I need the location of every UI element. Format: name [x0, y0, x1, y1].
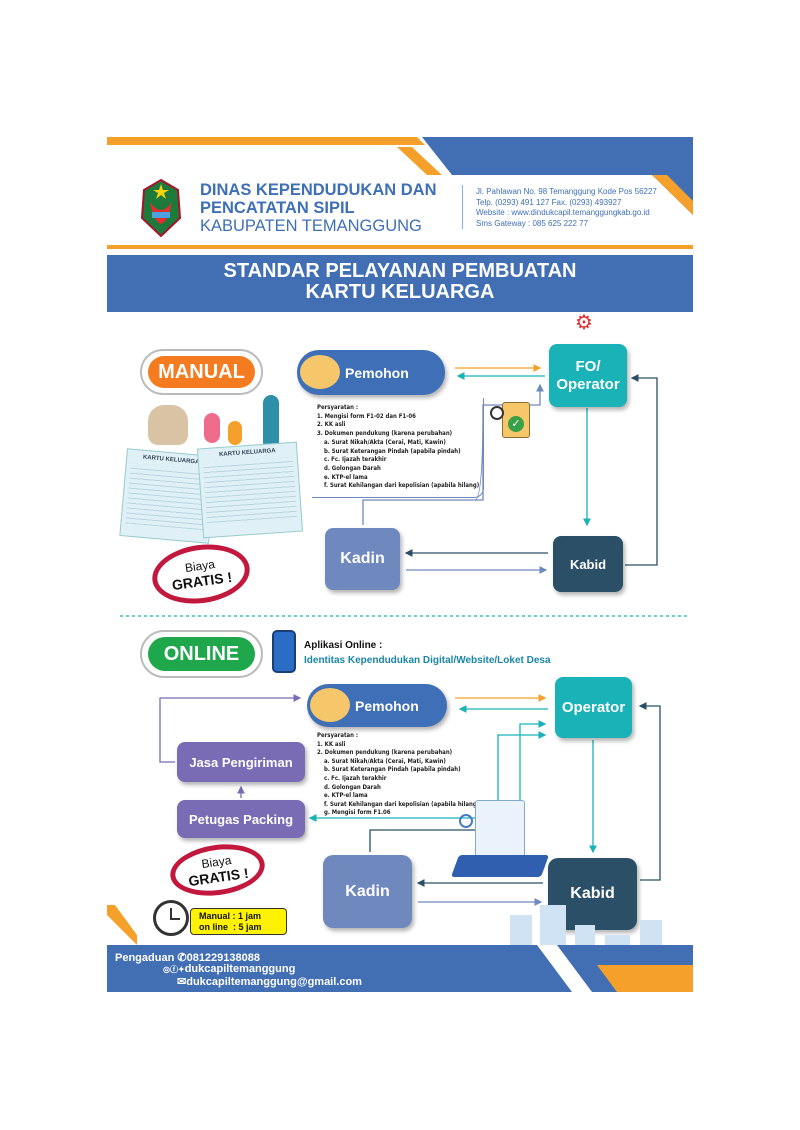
- online-label: ONLINE: [148, 637, 255, 671]
- address: Jl. Pahlawan No. 98 Temanggung Kode Pos …: [476, 187, 657, 196]
- requirements-title: Persyaratan :: [317, 404, 359, 411]
- gear-hand-icon: ⚙: [575, 312, 593, 334]
- social-media-icons: ◎ⓕ✦: [163, 965, 185, 974]
- manual-badge: MANUAL: [140, 349, 263, 395]
- applicants-icon: [300, 355, 340, 389]
- clipboard-check-icon: ✓: [490, 400, 532, 440]
- petugas-packing-box: Petugas Packing: [177, 800, 305, 838]
- manual-pemohon-box: Pemohon: [297, 350, 445, 395]
- manual-kabid-box: Kabid: [553, 536, 623, 592]
- manual-kadin-box: Kadin: [325, 528, 400, 590]
- email-address[interactable]: dukcapiltemanggung@gmail.com: [186, 976, 362, 988]
- requirement-item: f. Surat Kehilangan dari kepolisian (apa…: [324, 800, 480, 808]
- regency-emblem-logo: [140, 178, 182, 238]
- footer-left-decoration: [107, 905, 137, 945]
- online-requirements: Persyaratan : 1. KK asli 2. Dokumen pend…: [317, 732, 479, 818]
- requirement-item: 2. KK asli: [317, 421, 346, 429]
- org-regency: KABUPATEN TEMANGGUNG: [200, 217, 422, 235]
- family-illustration: [138, 395, 298, 455]
- online-app-title: Aplikasi Online :: [304, 640, 383, 651]
- title-line2: KARTU KELUARGA: [305, 281, 495, 303]
- requirement-item: e. KTP-el lama: [324, 473, 368, 481]
- social-handle[interactable]: dukcapiltemanggung: [184, 963, 296, 975]
- header-decoration: [107, 137, 693, 249]
- requirement-item: c. Fc. Ijazah terakhir: [324, 456, 387, 464]
- whatsapp-number[interactable]: 081229138088: [186, 952, 260, 964]
- requirement-item: e. KTP-el lama: [324, 792, 368, 800]
- pemohon-label: Pemohon: [355, 697, 419, 714]
- contact-info: Jl. Pahlawan No. 98 Temanggung Kode Pos …: [476, 187, 657, 229]
- online-operator-box: Operator: [555, 677, 632, 738]
- pemohon-label: Pemohon: [345, 364, 409, 381]
- requirement-item: 1. Mengisi form F1-02 dan F1-06: [317, 412, 416, 420]
- title-line1: STANDAR PELAYANAN PEMBUATAN: [223, 260, 577, 282]
- requirement-item: 2. Dokumen pendukung (karena perubahan): [317, 749, 453, 757]
- requirement-item: a. Surat Nikah/Akta (Cerai, Mati, Kawin): [324, 438, 446, 446]
- stopwatch-icon: [153, 900, 189, 936]
- requirement-item: 1. KK asli: [317, 740, 346, 748]
- operator-label: Operator: [556, 375, 620, 393]
- requirements-title: Persyaratan :: [317, 732, 359, 739]
- manual-label: MANUAL: [148, 356, 255, 388]
- manual-requirements-frame: [312, 398, 484, 498]
- applicants-icon: [310, 688, 350, 722]
- smartphone-icon: [272, 630, 296, 673]
- requirement-item: d. Golongan Darah: [324, 464, 381, 472]
- requirement-item: b. Surat Keterangan Pindah (apabila pind…: [324, 447, 461, 455]
- fo-label: FO/: [575, 357, 601, 375]
- kk-card-image: KARTU KELUARGA: [196, 441, 304, 539]
- online-kadin-box: Kadin: [323, 855, 412, 928]
- duration-manual: Manual : 1 jam: [199, 911, 262, 921]
- jasa-pengiriman-box: Jasa Pengiriman: [177, 742, 305, 782]
- requirement-item: a. Surat Nikah/Akta (Cerai, Mati, Kawin): [324, 757, 446, 765]
- header-divider: [462, 185, 463, 229]
- kk-card-title: KARTU KELUARGA: [218, 448, 276, 459]
- phone: Telp. (0293) 491 127 Fax. (0293) 493927: [476, 197, 622, 207]
- fee-value: GRATIS !: [187, 864, 250, 890]
- requirement-item: c. Fc. Ijazah terakhir: [324, 774, 387, 782]
- email-icon: ✉: [177, 976, 187, 988]
- requirement-item: g. Mengisi form F1.06: [324, 809, 391, 817]
- laptop-documents-illustration: [450, 800, 550, 885]
- fee-value: GRATIS !: [170, 568, 233, 594]
- service-duration-box: Manual : 1 jam on line : 5 jam: [190, 908, 287, 935]
- requirement-item: 3. Dokumen pendukung (karena perubahan): [317, 430, 453, 438]
- online-app-channels: Identitas Kependudukan Digital/Website/L…: [304, 655, 551, 666]
- footer-bar: Pengaduan ✆081229138088 ◎ⓕ✦dukcapilteman…: [107, 945, 693, 992]
- online-badge: ONLINE: [140, 630, 263, 678]
- kk-card-title: KARTU KELUARGA: [142, 454, 200, 466]
- whatsapp-icon: ✆: [177, 952, 187, 964]
- org-name-line1: DINAS KEPENDUDUKAN DAN: [200, 181, 437, 199]
- online-pemohon-box: Pemohon: [307, 684, 447, 727]
- manual-fo-operator-box: FO/Operator: [549, 344, 627, 407]
- footer-decoration: [537, 945, 693, 992]
- duration-online: on line : 5 jam: [199, 922, 262, 932]
- complaint-label: Pengaduan: [115, 952, 175, 964]
- requirement-item: f. Surat Kehilangan dari kepolisian (apa…: [324, 482, 480, 490]
- manual-requirements: Persyaratan : 1. Mengisi form F1-02 dan …: [317, 404, 479, 491]
- requirement-item: b. Surat Keterangan Pindah (apabila pind…: [324, 766, 461, 774]
- sms-gateway: Sms Gateway : 085 625 222 77: [476, 218, 589, 228]
- requirement-item: d. Golongan Darah: [324, 783, 381, 791]
- org-name-line2: PENCATATAN SIPIL: [200, 199, 355, 217]
- website-link[interactable]: Website : www.dindukcapil.temanggungkab.…: [476, 208, 650, 217]
